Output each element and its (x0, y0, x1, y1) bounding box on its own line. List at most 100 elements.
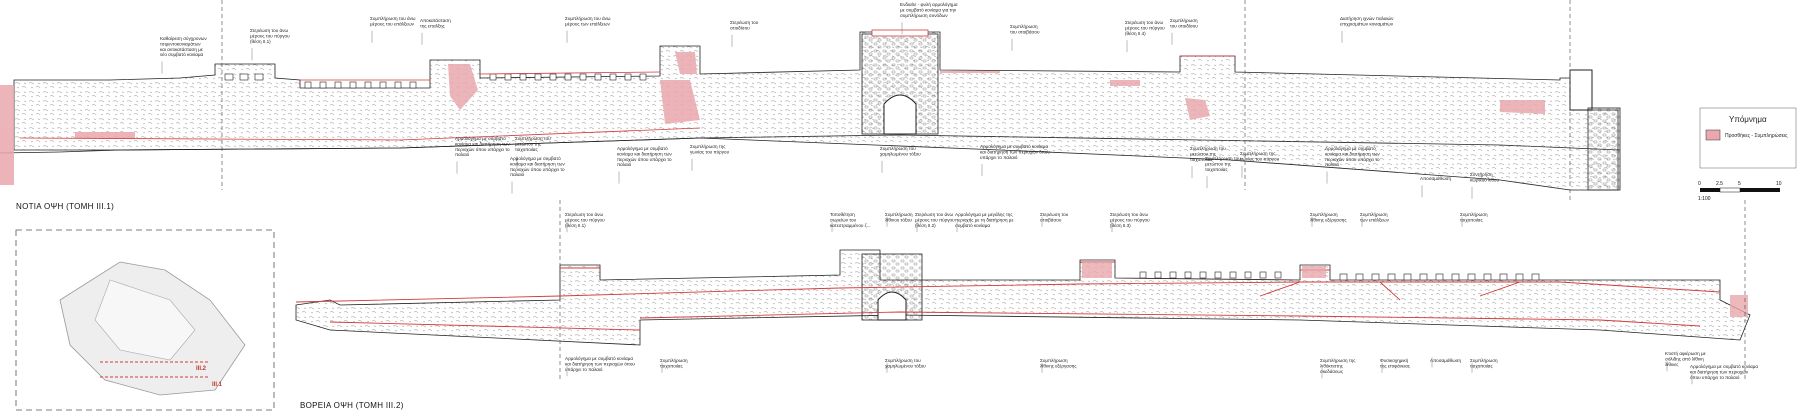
south-note-s11-line: επιχρισμάτων κονιαμάτων (1340, 20, 1394, 26)
south-note-s23-line: Αποσαμάθωση (1420, 175, 1451, 181)
south-note-s2-line: Στερέωση του άνω (250, 27, 288, 33)
south-note-s12-line: Συμπλήρωση του (1190, 145, 1226, 151)
south-note-s16-line: κονίαμα και διατήρηση των (617, 150, 672, 156)
legend-swatch (1705, 129, 1721, 141)
north-note-n19-line: Κτιστή αφιέρωση με (1665, 350, 1706, 356)
south-note-s20-line: Συμπλήρωση του (1205, 155, 1241, 161)
south-note-s23: Αποσαμάθωση (1420, 175, 1451, 181)
north-note-n1-line: μέρους του πύργου (565, 216, 605, 222)
south-note-s3-line: Συμπλήρωση του άνω (370, 15, 416, 21)
north-note-n2-line: κατεστραμμένου ζ... (830, 222, 871, 229)
north-note-n1-line: Στερέωση του άνω (565, 211, 603, 217)
north-note-n5-line: περιοχής με τη διατήρηση με (955, 216, 1014, 222)
north-note-n11-line: Αρμολόγημα με συμβατό κονίαμα (565, 355, 633, 361)
legend-title: Υπόμνημα (1729, 115, 1767, 124)
south-note-s7-line: Ενδιαίτε - φυλή αρμολόγημα (900, 1, 958, 7)
north-note-n7-line: Στερέωση του άνω (1110, 211, 1148, 217)
scale-ratio: 1:100 (1698, 196, 1711, 202)
north-note-n6-line: Στερέωση του (1040, 211, 1069, 217)
south-note-s13-line: κονίαμα και διατήρηση των (455, 140, 510, 146)
south-note-s18-line: χαμηλωμένου τόξου (880, 150, 921, 157)
south-note-s3-line: μέρους του επάλξεων (370, 20, 415, 27)
south-note-s21-line: Συμπλήρωση της (1240, 150, 1276, 156)
south-note-s16-line: περιοχών όπου υπάρχει το (617, 156, 672, 162)
south-note-s1-line: νέο συμβατό κονίαμα (160, 51, 204, 57)
north-note-n9-line: των επάλξεων (1360, 216, 1390, 223)
north-note-n19-line: σόλιδης από λίθινη (1665, 355, 1704, 361)
north-elevation (295, 200, 1751, 380)
south-note-s12-line: τοιχοποιίας (1190, 157, 1213, 162)
scale-tick-1: 2.5 (1716, 181, 1723, 187)
north-note-n12-line: Συμπλήρωση (660, 357, 688, 363)
south-note-s5-line: μέρους των επάλξεων (565, 20, 611, 27)
scale-tick-0: 0 (1698, 181, 1701, 187)
south-note-s12-line: μετώπου της (1190, 150, 1217, 156)
south-note-s18-line: Συμπλήρωση του (880, 145, 916, 151)
south-note-s15-line: Αρμολόγημα με συμβατό (510, 155, 561, 161)
north-note-n15-line: Συμπλήρωση της (1320, 357, 1356, 363)
south-note-s14-line: Συμπλήρωση του (515, 135, 551, 141)
south-note-s24-line: κωρικού λίθου (1470, 176, 1499, 182)
north-note-n8-line: λίθινης εξέργασης (1310, 216, 1347, 223)
north-note-n14-line: λίθινης εξέργασης (1040, 362, 1077, 369)
north-note-n3-line: λίθινου τόξου (885, 216, 912, 223)
south-wall (13, 31, 1619, 191)
key-plan-label-1: ΙΙΙ.1 (212, 382, 223, 388)
south-note-s15-line: παλαιό (510, 171, 525, 177)
south-additions (0, 52, 1545, 185)
north-note-n1-line: (θέση ΙΙ.1) (565, 222, 586, 228)
north-note-n15-line: σκεδάσεως (1320, 368, 1344, 374)
key-plan-inner (94, 279, 196, 361)
south-note-s15-line: κονίαμα και διατήρηση των (510, 160, 565, 166)
south-section-title: ΝΟΤΙΑ ΟΨΗ (ΤΟΜΗ ΙΙΙ.1) (16, 202, 114, 211)
north-note-n5-line: συμβατό κονίαμα (955, 222, 990, 228)
south-note-s2-line: (θέση ΙΙ.1) (250, 38, 271, 44)
south-note-s8-line: Συμπλήρωση (1010, 23, 1038, 29)
north-note-n5-line: Αρμολόγημα με μεγάλης της (955, 211, 1013, 217)
north-wall (295, 249, 1751, 346)
south-note-s14-line: μετώπου της (515, 140, 542, 146)
north-note-n11-line: και διατήρηση των περιοχών όπου (565, 360, 635, 366)
south-note-s11-line: Διατήρηση ιχνών παλαιών (1340, 15, 1394, 21)
south-red-marks (19, 55, 1235, 141)
north-note-n16-line: της επιφάνειας (1380, 362, 1411, 368)
south-note-s7-line: συμπλήρωση συνόδων (900, 12, 948, 18)
north-note-n8-line: Συμπλήρωση (1310, 211, 1338, 217)
south-note-s1-line: και αντικατάσταση με (160, 46, 203, 52)
south-note-s6-line: Στερέωση του (730, 19, 759, 25)
north-note-n20-line: και διατήρηση των περιοχών (1690, 368, 1749, 374)
scale-bar (1700, 187, 1780, 193)
south-note-s22-line: Αρμολόγημα με συμβατό (1325, 145, 1376, 151)
south-note-s13-line: περιοχών όπου υπάρχει το (455, 146, 510, 152)
north-note-n12-line: τοιχοποιίας (660, 363, 683, 368)
south-note-s19-line: υπάρχει το παλαιό (980, 154, 1018, 160)
south-note-s4-line: Αποκατάσταση (420, 17, 451, 23)
south-right-tower (1569, 69, 1621, 191)
north-section-lines (559, 200, 1746, 380)
north-red-marks (295, 261, 1721, 331)
